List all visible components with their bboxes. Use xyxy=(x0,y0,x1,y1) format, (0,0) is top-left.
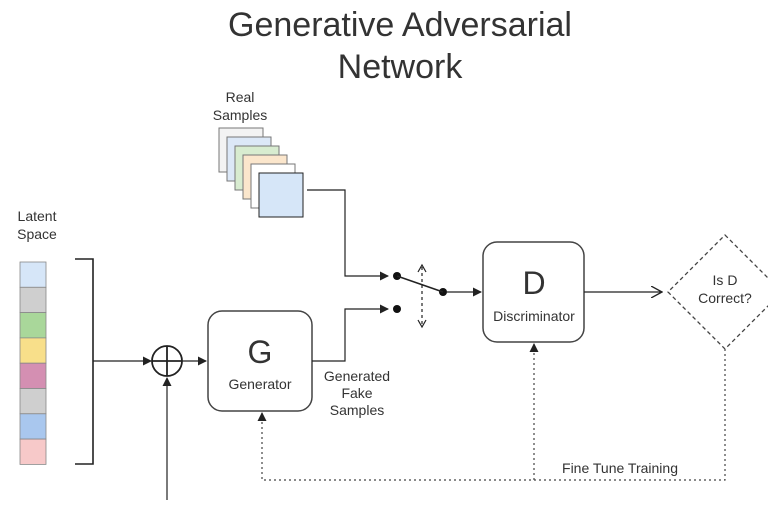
latent-space-label-line-2: Space xyxy=(17,226,57,242)
latent-cell xyxy=(19,261,47,288)
generator-label: Generator xyxy=(228,376,291,392)
latent-cell xyxy=(19,312,47,339)
generator-to-switch-line xyxy=(312,304,389,362)
title-line-2: Network xyxy=(338,48,464,86)
decision-label-line-1: Is D xyxy=(713,272,738,288)
title-line-1: Generative Adversarial xyxy=(228,6,572,44)
real-samples-stack xyxy=(218,127,304,218)
generated-label-line-3: Samples xyxy=(330,402,384,418)
latent-bracket xyxy=(75,258,94,465)
latent-cell xyxy=(19,286,47,313)
latent-space-label-line-1: Latent xyxy=(18,208,57,224)
discriminator-letter: D xyxy=(522,265,545,301)
switch xyxy=(393,263,447,329)
real-samples-label-line-1: Real xyxy=(226,89,255,105)
latent-cell xyxy=(19,438,47,465)
latent-cell xyxy=(19,362,47,389)
real-sample-card xyxy=(258,172,304,218)
decision-label-line-2: Correct? xyxy=(698,290,752,306)
latent-cell xyxy=(19,413,47,440)
generated-label-line-2: Fake xyxy=(341,385,372,401)
latent-space-vector xyxy=(19,261,47,465)
feedback-loop-line xyxy=(257,349,726,481)
generator-letter: G xyxy=(248,334,273,370)
sum-node xyxy=(151,345,183,377)
discriminator-label: Discriminator xyxy=(493,308,575,324)
real-samples-label-line-2: Samples xyxy=(213,107,267,123)
feedback-label: Fine Tune Training xyxy=(562,460,678,476)
latent-cell xyxy=(19,337,47,364)
generated-label-line-1: Generated xyxy=(324,368,390,384)
real-to-switch-line xyxy=(307,189,389,281)
latent-cell xyxy=(19,388,47,415)
